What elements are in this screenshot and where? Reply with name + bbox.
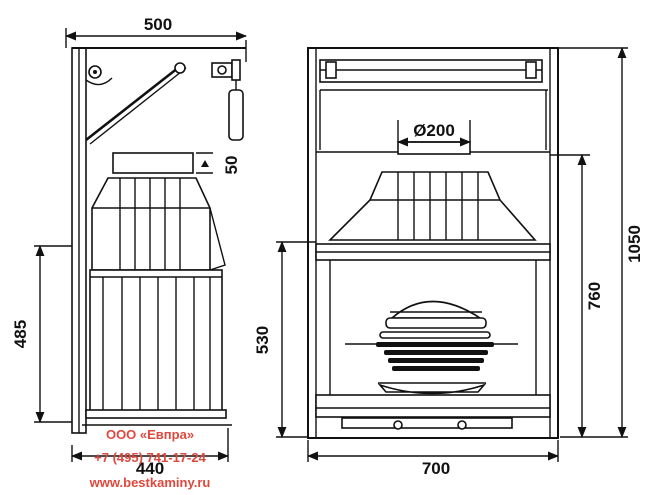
dim-top-width: 500	[144, 15, 172, 34]
watermark: ООО «Евпра» +7 (495) 741-17-24 www.bestk…	[89, 427, 211, 490]
front-view	[307, 47, 559, 439]
front-top-mechanism	[319, 59, 543, 83]
watermark-company: ООО «Евпра»	[106, 427, 194, 442]
side-support-arm	[85, 62, 184, 142]
front-base	[315, 394, 551, 418]
dim-bottom-depth: 440	[136, 459, 164, 478]
side-dimensions: 500 50 485 440	[11, 15, 248, 478]
front-dimensions: Ø200 530 760 1050 700	[253, 46, 644, 478]
front-hood	[328, 171, 537, 241]
side-base	[85, 409, 227, 419]
dim-left-height: 485	[11, 320, 30, 348]
front-flue-collar	[397, 141, 471, 155]
dim-front-height: 760	[585, 282, 604, 310]
watermark-website: www.bestkaminy.ru	[89, 475, 211, 490]
side-firebox	[89, 269, 223, 416]
dim-total-height: 1050	[625, 225, 644, 263]
dim-flue-diameter: Ø200	[413, 121, 455, 140]
side-view	[71, 40, 247, 434]
dim-chimney-offset: 50	[222, 156, 241, 175]
watermark-phone: +7 (495) 741-17-24	[94, 450, 206, 465]
side-chimney-collar	[112, 152, 194, 174]
front-outer-frame	[307, 47, 559, 439]
dim-front-door-height: 530	[253, 326, 272, 354]
front-grate	[345, 300, 518, 395]
dim-front-width: 700	[422, 459, 450, 478]
side-counterweight	[228, 89, 244, 141]
side-hood	[91, 177, 211, 271]
